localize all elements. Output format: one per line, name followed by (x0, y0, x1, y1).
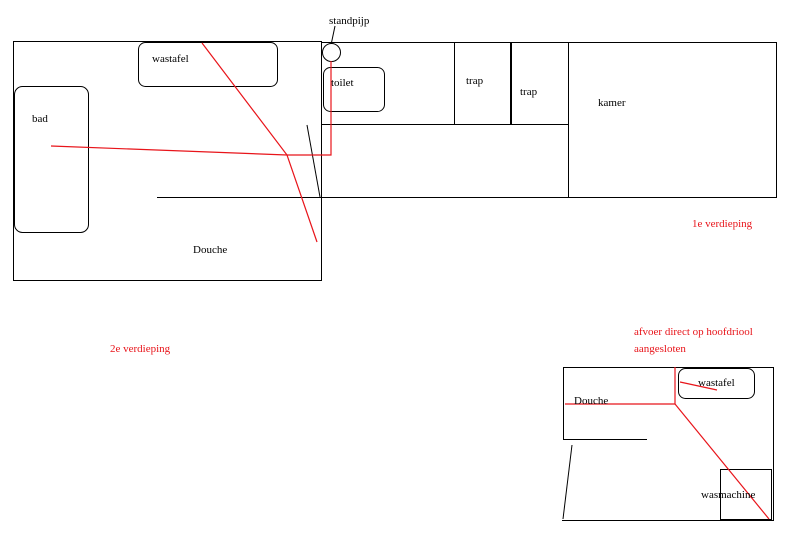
label-stairs-1: trap (466, 75, 484, 87)
label-floor-2: 2e verdieping (110, 343, 171, 355)
standpipe-icon (322, 43, 341, 62)
door-swing-lower (562, 444, 573, 520)
label-drain-note-line2: aangesloten (634, 343, 686, 355)
label-washing-machine: wasmachine (701, 489, 755, 501)
drain-lines-upper (50, 42, 332, 243)
door-swing-upper (306, 124, 321, 198)
stairs-2-outline (511, 42, 569, 125)
label-shower-lower: Douche (574, 395, 608, 407)
sink-lower-fixture (678, 368, 755, 399)
toilet-fixture (323, 67, 385, 112)
label-room: kamer (598, 97, 626, 109)
drain-bath-to-standpipe (50, 61, 332, 156)
label-standpipe: standpijp (329, 15, 370, 27)
lower-room-outline (562, 367, 774, 521)
lower-plan-walls (562, 367, 774, 521)
room-outline (568, 42, 777, 198)
sink-upper-fixture (138, 42, 278, 87)
drain-washing-machine (674, 403, 770, 520)
label-drain-note-line1: afvoer direct op hoofdriool (634, 326, 753, 338)
drain-sink-to-floor (201, 42, 318, 243)
drain-lines-lower (565, 367, 770, 520)
drain-sink-lower (679, 381, 718, 391)
stairs-1-outline (454, 42, 511, 125)
washing-machine-fixture (720, 469, 772, 520)
label-stairs-2: trap (520, 86, 538, 98)
bath-fixture (14, 86, 89, 233)
bathroom-outline (13, 41, 322, 281)
label-sink-upper: wastafel (152, 53, 189, 65)
label-bath: bad (32, 113, 48, 125)
label-sink-lower: wastafel (698, 377, 735, 389)
standpipe-leader (330, 25, 336, 46)
upper-plan-walls (13, 25, 777, 281)
label-shower-upper: Douche (193, 244, 227, 256)
label-floor-1: 1e verdieping (692, 218, 753, 230)
label-toilet: toilet (331, 77, 354, 89)
